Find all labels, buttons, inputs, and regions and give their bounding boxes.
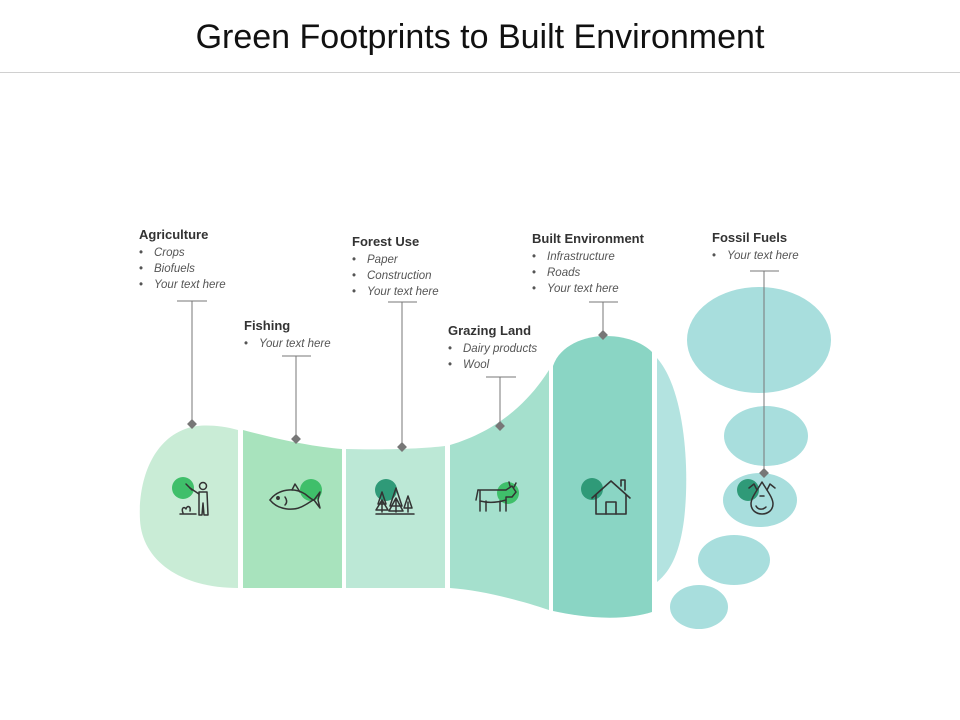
item-forest-use-1: Paper: [352, 252, 502, 268]
item-forest-use-2: Construction: [352, 268, 502, 284]
title-divider: [0, 72, 960, 73]
fish-icon: [269, 479, 322, 510]
item-agriculture-1: Crops: [139, 245, 289, 261]
oil-drop-icon: [737, 479, 776, 515]
item-grazing-land-2: Wool: [448, 357, 598, 373]
cow-icon: [475, 481, 519, 512]
trees-icon: [375, 479, 415, 515]
label-agriculture: Agriculture Crops Biofuels Your text her…: [139, 227, 289, 293]
item-built-environment-1: Infrastructure: [532, 249, 692, 265]
label-built-environment: Built Environment Infrastructure Roads Y…: [532, 231, 692, 297]
connector-fossil-fuels: [750, 270, 779, 478]
toe-fifth: [670, 585, 728, 629]
item-built-environment-3: Your text here: [532, 281, 692, 297]
label-grazing-land: Grazing Land Dairy products Wool: [448, 323, 598, 373]
connector-grazing-land: [486, 376, 516, 431]
connector-built-environment: [589, 301, 618, 340]
label-fishing: Fishing Your text here: [244, 318, 394, 352]
item-agriculture-2: Biofuels: [139, 261, 289, 277]
label-fossil-fuels: Fossil Fuels Your text here: [712, 230, 862, 264]
farmer-icon: [172, 477, 209, 516]
connector-forest-use: [388, 301, 417, 452]
segment-toe-strip: [657, 358, 687, 582]
heading-fishing: Fishing: [244, 318, 291, 333]
house-icon: [581, 478, 631, 515]
heading-forest-use: Forest Use: [352, 234, 420, 249]
item-grazing-land-1: Dairy products: [448, 341, 598, 357]
toe-second: [724, 406, 808, 466]
item-agriculture-3: Your text here: [139, 277, 289, 293]
heading-agriculture: Agriculture: [139, 227, 209, 242]
heading-grazing-land: Grazing Land: [448, 323, 532, 338]
segment-forest-use: [346, 446, 445, 588]
item-fishing-1: Your text here: [244, 336, 394, 352]
toe-third: [723, 473, 797, 527]
item-forest-use-3: Your text here: [352, 284, 502, 300]
item-built-environment-2: Roads: [532, 265, 692, 281]
page-title: Green Footprints to Built Environment: [195, 18, 765, 56]
toe-big: [687, 287, 831, 393]
connector-agriculture: [177, 300, 207, 429]
segment-built-environment: [553, 336, 652, 618]
heading-built-environment: Built Environment: [532, 231, 644, 246]
toe-fourth: [698, 535, 770, 585]
item-fossil-fuels-1: Your text here: [712, 248, 862, 264]
heading-fossil-fuels: Fossil Fuels: [712, 230, 788, 245]
connector-fishing: [282, 355, 311, 444]
label-forest-use: Forest Use Paper Construction Your text …: [352, 234, 502, 300]
